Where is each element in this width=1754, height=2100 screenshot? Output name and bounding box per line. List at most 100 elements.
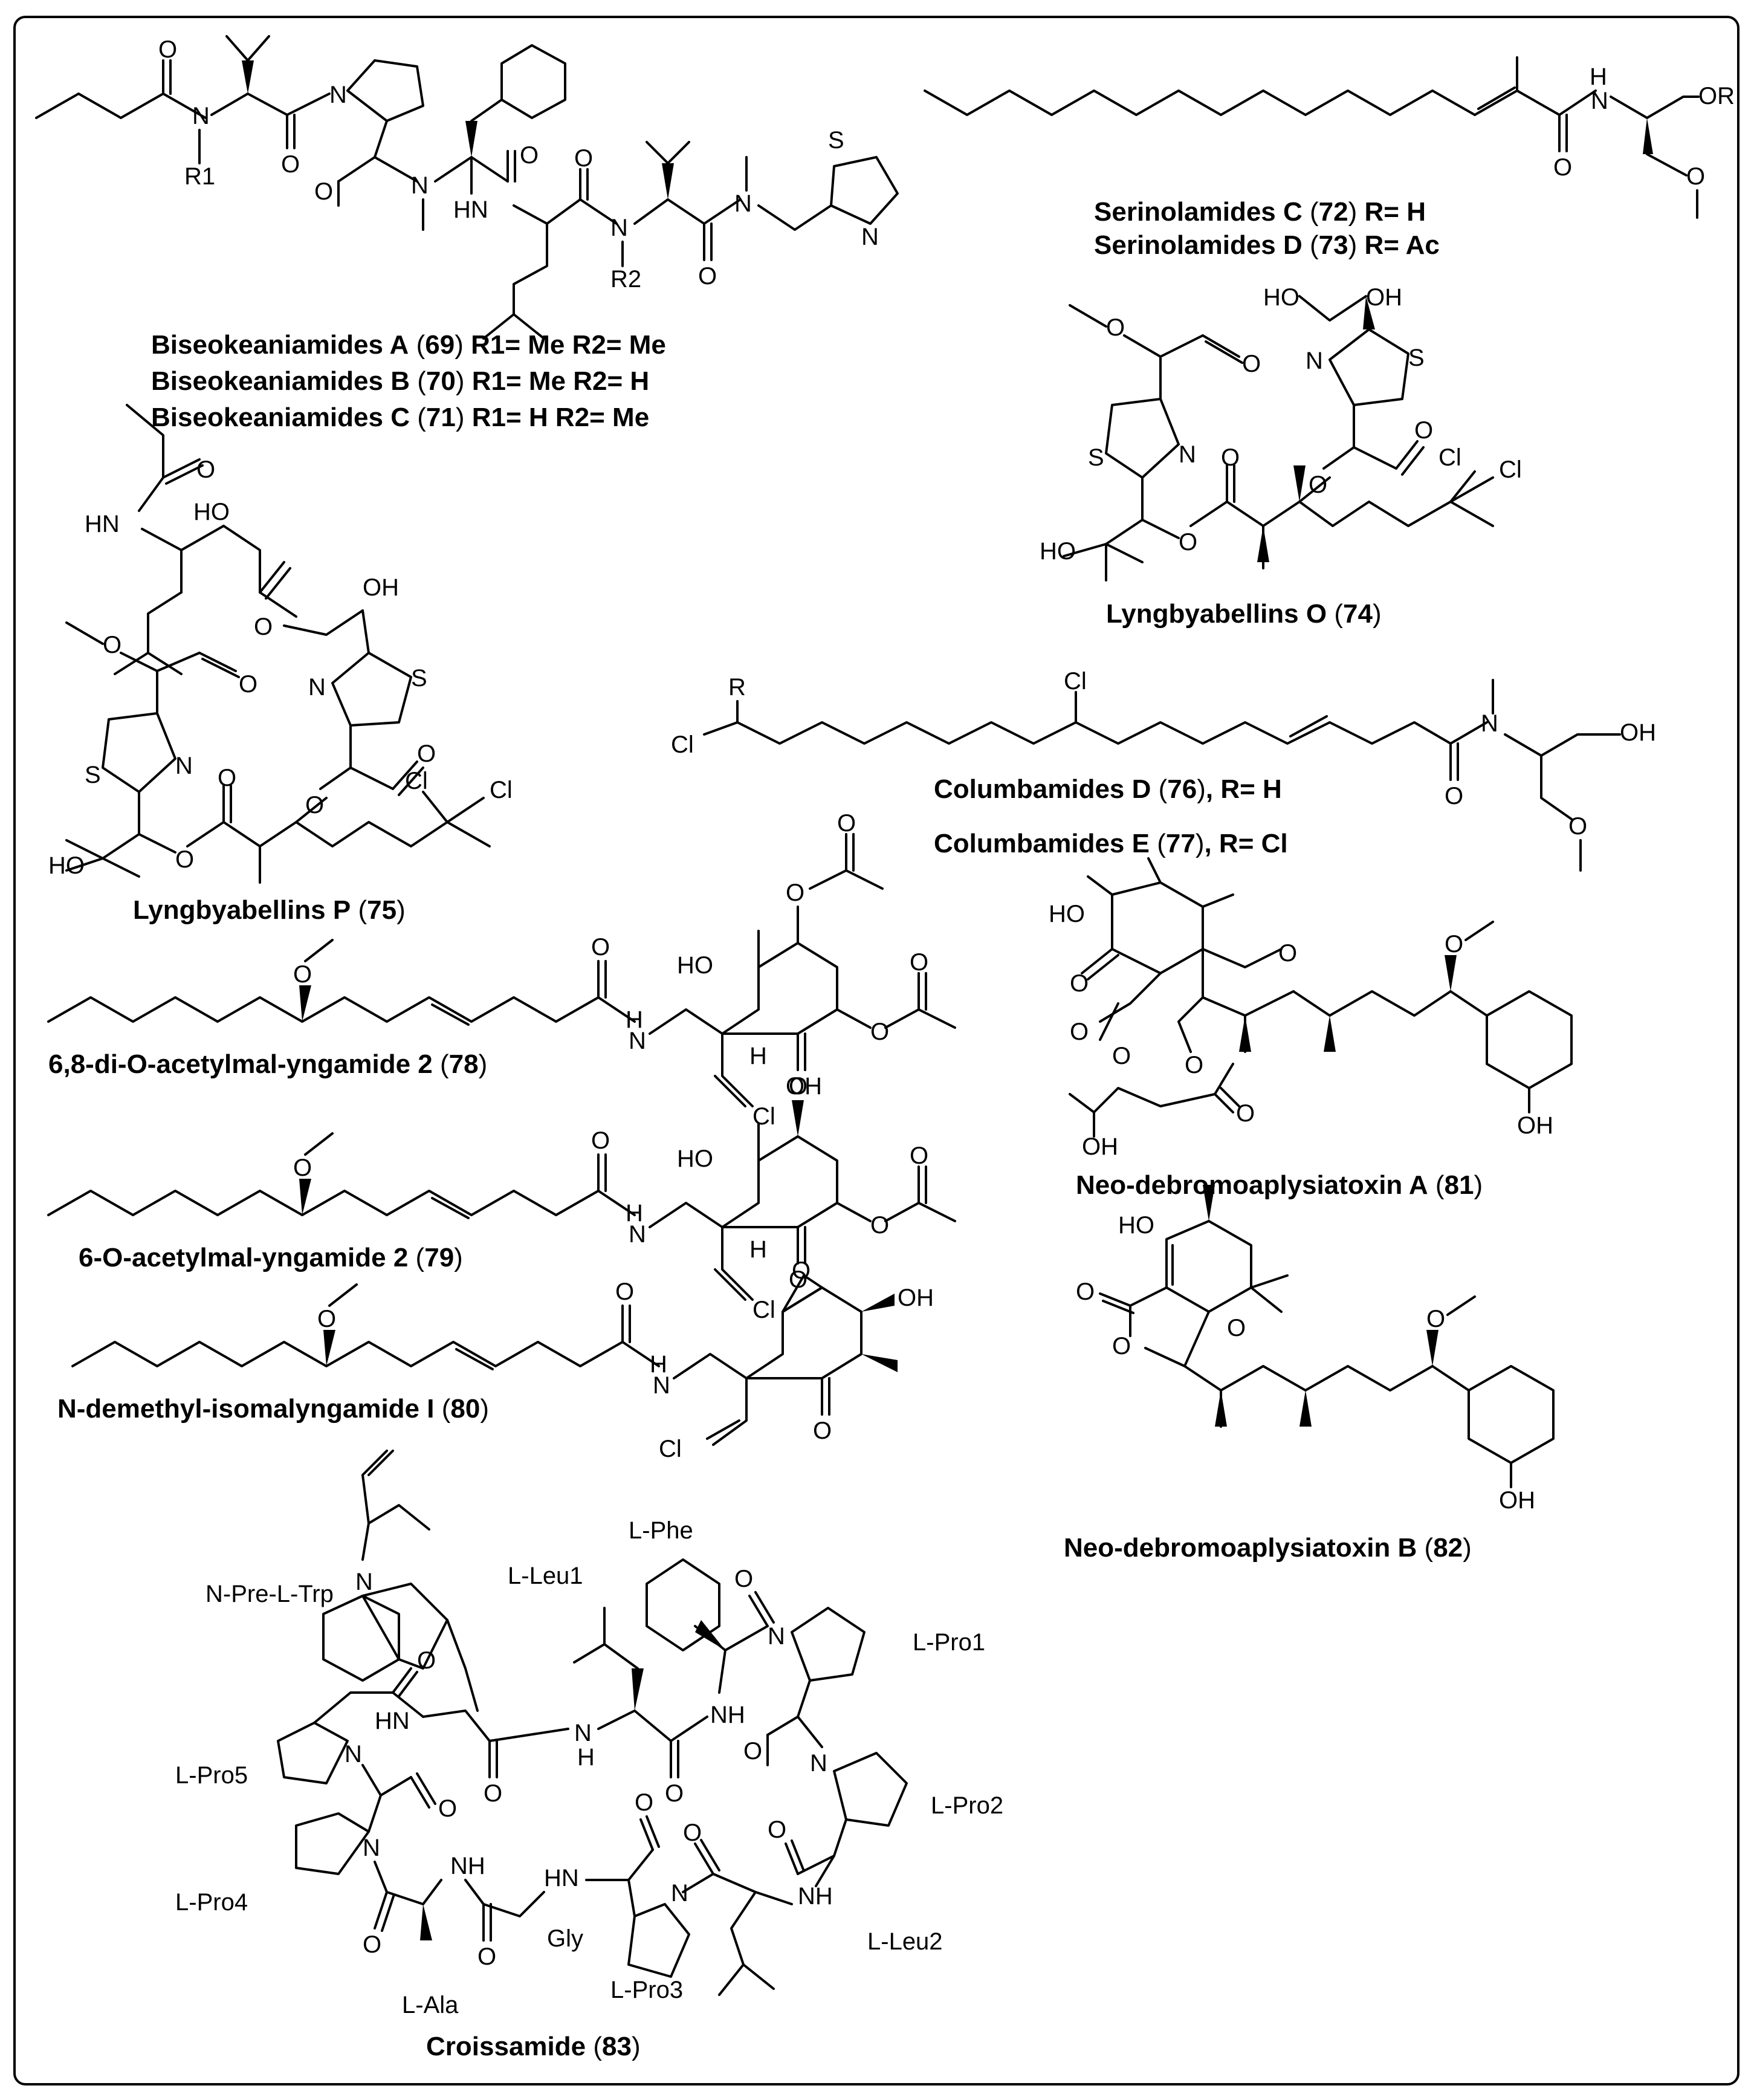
svg-text:H: H [626,1200,643,1227]
svg-text:Cl: Cl [752,1297,775,1323]
residue-l-pro4: L-Pro4 [175,1889,248,1916]
residue-l-pro1: L-Pro1 [913,1629,985,1656]
svg-text:OH: OH [363,574,399,601]
residue-l-pro3: L-Pro3 [610,1977,683,2003]
svg-text:OH: OH [1517,1112,1553,1139]
svg-text:H: H [749,1043,767,1069]
svg-text:Cl: Cl [752,1103,775,1130]
svg-text:O: O [1242,351,1261,377]
caption-79: 6-O-acetylmal-yngamide 2 (79) [79,1243,463,1272]
svg-text:OR: OR [1698,83,1735,109]
svg-text:N: N [308,674,326,701]
caption-75: Lyngbyabellins P (75) [133,895,406,925]
svg-text:O: O [1236,1100,1255,1127]
svg-text:NH: NH [798,1883,833,1910]
svg-text:O: O [1185,1052,1203,1078]
residue-l-phe: L-Phe [629,1517,693,1544]
svg-text:H: H [577,1744,595,1771]
svg-text:S: S [411,665,427,692]
caption-83: Croissamide (83) [426,2032,641,2061]
svg-text:O: O [870,1212,889,1239]
svg-text:O: O [1112,1043,1131,1069]
svg-text:O: O [196,456,215,483]
svg-text:O: O [218,765,236,791]
svg-text:O: O [1414,417,1433,444]
svg-text:Cl: Cl [1438,444,1461,471]
svg-text:O: O [683,1820,702,1846]
figure-frame [13,16,1739,2085]
svg-text:N: N [671,1880,688,1907]
svg-text:Cl: Cl [405,768,428,794]
svg-text:O: O [103,632,121,658]
svg-text:R2: R2 [610,266,641,293]
residue-gly: Gly [547,1925,583,1952]
svg-text:S: S [1408,345,1425,371]
svg-text:O: O [792,1257,811,1284]
svg-text:N: N [1179,441,1196,468]
svg-text:O: O [314,178,333,205]
svg-text:O: O [591,934,610,961]
svg-text:N: N [1306,348,1323,374]
svg-text:R: R [728,674,746,701]
svg-text:N: N [610,215,628,241]
svg-text:O: O [417,741,436,767]
svg-text:N: N [734,190,752,217]
svg-text:O: O [281,151,300,178]
svg-text:R1: R1 [184,163,215,190]
svg-text:O: O [1426,1306,1445,1332]
svg-text:HN: HN [375,1708,410,1734]
svg-text:OH: OH [1366,284,1402,311]
svg-text:O: O [789,1073,807,1100]
svg-text:N: N [345,1741,362,1768]
svg-text:O: O [910,1142,928,1169]
svg-text:HO: HO [677,1146,713,1172]
svg-text:O: O [293,961,312,988]
svg-text:O: O [743,1738,762,1765]
svg-text:N: N [861,224,879,250]
caption-80: N-demethyl-isomalyngamide I (80) [57,1394,489,1424]
svg-text:HO: HO [1118,1212,1154,1239]
svg-text:O: O [1445,783,1463,809]
svg-text:O: O [813,1418,832,1444]
svg-text:Cl: Cl [1499,456,1522,483]
svg-text:O: O [1227,1315,1246,1341]
svg-text:N: N [768,1623,785,1650]
svg-text:O: O [417,1647,436,1674]
structure-lyngbyabellin-p: O HN HO O OH N S O O Cl Cl O [48,404,513,884]
svg-text:S: S [85,762,101,788]
svg-text:O: O [477,1943,496,1970]
svg-text:O: O [615,1278,634,1305]
structure-78: O O H N Cl HO O H O O O O [47,810,956,1130]
svg-text:O: O [574,145,593,172]
caption-72: Serinolamides C (72) R= H [1094,197,1426,227]
svg-text:N: N [192,103,210,129]
svg-text:O: O [910,949,928,976]
svg-text:O: O [870,1019,889,1045]
svg-text:O: O [789,1266,807,1293]
svg-text:H: H [650,1351,667,1378]
structure-lyngbyabellin-o: HO OH N S O O Cl Cl O O S N O [1040,284,1522,582]
svg-text:O: O [768,1816,786,1843]
svg-text:O: O [317,1306,336,1332]
residue-l-leu2: L-Leu2 [867,1928,943,1955]
structure-81: HO O O O O O O OH O OH [1049,857,1573,1160]
caption-69: Biseokeaniamides A (69) R1= Me R2= Me [151,330,666,360]
svg-text:OH: OH [898,1285,934,1311]
svg-text:N: N [175,753,193,779]
structure-82: HO O O O O OH [1076,1185,1555,1514]
svg-text:O: O [520,142,539,169]
caption-70: Biseokeaniamides B (70) R1= Me R2= H [151,366,649,396]
caption-74: Lyngbyabellins O (74) [1106,599,1382,629]
svg-text:O: O [698,263,717,290]
svg-text:O: O [1076,1278,1095,1305]
svg-text:O: O [1112,1333,1131,1359]
svg-text:HO: HO [1263,284,1299,311]
svg-text:HN: HN [453,196,488,223]
svg-text:HO: HO [1049,901,1085,927]
residue-l-pro5: L-Pro5 [175,1762,248,1789]
svg-text:O: O [1309,472,1327,498]
svg-text:O: O [1553,154,1572,181]
svg-text:OH: OH [786,1073,822,1100]
svg-text:O: O [1568,813,1587,840]
